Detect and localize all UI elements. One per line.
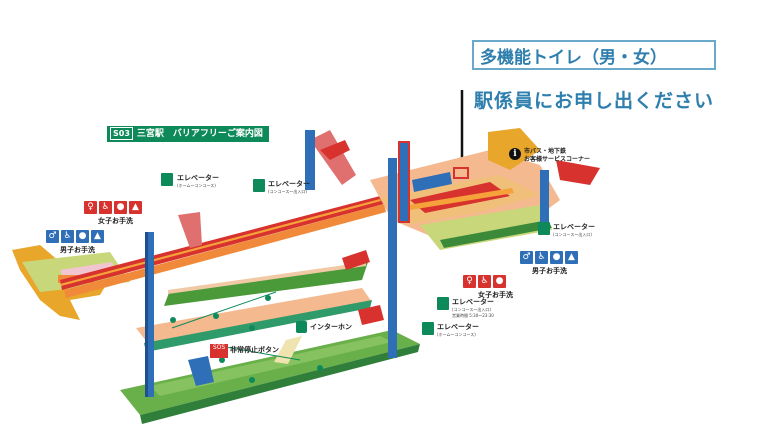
info-label-line2: お客様サービスコーナー [524, 156, 591, 163]
elevator-icon [538, 222, 550, 235]
baby-icon: ● [493, 275, 506, 288]
upper-platform-edge [168, 262, 366, 294]
emergency-stop-label: 非常停止ボタン [230, 346, 279, 354]
right-platform-lower-edge [440, 220, 552, 248]
men-toilet-label: 男子お手洗 [60, 246, 95, 254]
accessible-toilet-callout-box [472, 40, 716, 70]
elevator-label: エレベーター [437, 323, 479, 331]
staff-request-note: 駅係員にお申し出ください [474, 90, 715, 112]
left-stair-ramp [178, 212, 202, 248]
info-icon: i [509, 148, 521, 160]
women-toilet-label: 女子お手洗 [478, 291, 513, 299]
elevator-sublabel: (ホーム～コンコース) [177, 183, 216, 188]
elevator-icon [161, 173, 173, 186]
mid-arrow [342, 250, 370, 270]
wheelchair-icon: ♿ [535, 251, 548, 264]
intercom-label: インターホン [310, 323, 352, 331]
middle-concourse [136, 288, 372, 346]
upper-stair-top [320, 140, 350, 160]
wheelchair-icon: ♿ [99, 201, 112, 214]
lower-platform-edge [140, 344, 420, 424]
lower-arrow [358, 305, 384, 325]
elevator-sublabel: (ホーム～コンコース) [437, 332, 476, 337]
middle-concourse-edge [144, 300, 372, 352]
women-toilet-label: 女子お手洗 [98, 217, 133, 225]
men-toilet-label: 男子お手洗 [532, 267, 567, 275]
baby-icon: ● [76, 230, 89, 243]
route-line-2 [213, 344, 301, 361]
men-toilet-icon: ♂ [46, 230, 59, 243]
sos-icon: SOS [210, 344, 228, 358]
elevator-label: エレベーター [452, 298, 494, 306]
route-line-1 [171, 291, 277, 329]
wheelchair-icon: ♿ [61, 230, 74, 243]
elevator-icon [253, 179, 265, 192]
baby-icon: ● [550, 251, 563, 264]
baby-icon: ● [114, 201, 127, 214]
elevator-hours: 営業時間 5:30～23:30 [452, 313, 494, 318]
women-toilet-icon: ♀ [463, 275, 476, 288]
family-icon: ▲ [565, 251, 578, 264]
elevator-shaft-left [145, 232, 154, 397]
accessible-toilet-callout-title: 多機能トイレ（男・女） [480, 48, 667, 68]
elevator-shaft-far-right [540, 170, 549, 230]
info-label-line1: 市バス・地下鉄 [524, 148, 567, 155]
right-route-stripe [408, 188, 514, 210]
right-concourse-blue-band [412, 172, 452, 192]
family-icon: ▲ [91, 230, 104, 243]
elevator-shaft-top [305, 130, 315, 190]
accessible-toilet-marker [453, 167, 469, 179]
women-toilet-icon: ♀ [84, 201, 97, 214]
elevator-label: エレベーター [268, 180, 310, 188]
family-icon: ▲ [129, 201, 142, 214]
elevator-label: エレベーター [177, 174, 219, 182]
station-code: S03 [110, 127, 133, 140]
elevator-sublabel: (コンコース～出入口) [268, 189, 307, 194]
station-title: 三宮駅 バリアフリーご案内図 [136, 129, 263, 139]
lower-stair-blue [188, 356, 214, 386]
right-exit-stair [556, 160, 600, 185]
upper-platform-green [164, 262, 368, 306]
elevator-sublabel: (コンコース～出入口) [553, 232, 592, 237]
accessible-route-inner [60, 199, 381, 286]
elevator-shaft-center [388, 158, 397, 358]
elevator-shaft-right [399, 142, 409, 222]
elevator-icon [437, 297, 449, 310]
men-toilet-icon: ♂ [520, 251, 533, 264]
elevator-label: エレベーター [553, 223, 595, 231]
elevator-icon [422, 322, 434, 335]
elevator-sublabel: (コンコース～出入口) [452, 307, 491, 312]
wheelchair-icon: ♿ [478, 275, 491, 288]
accessible-route-lower [64, 204, 386, 298]
intercom-icon [296, 321, 307, 333]
